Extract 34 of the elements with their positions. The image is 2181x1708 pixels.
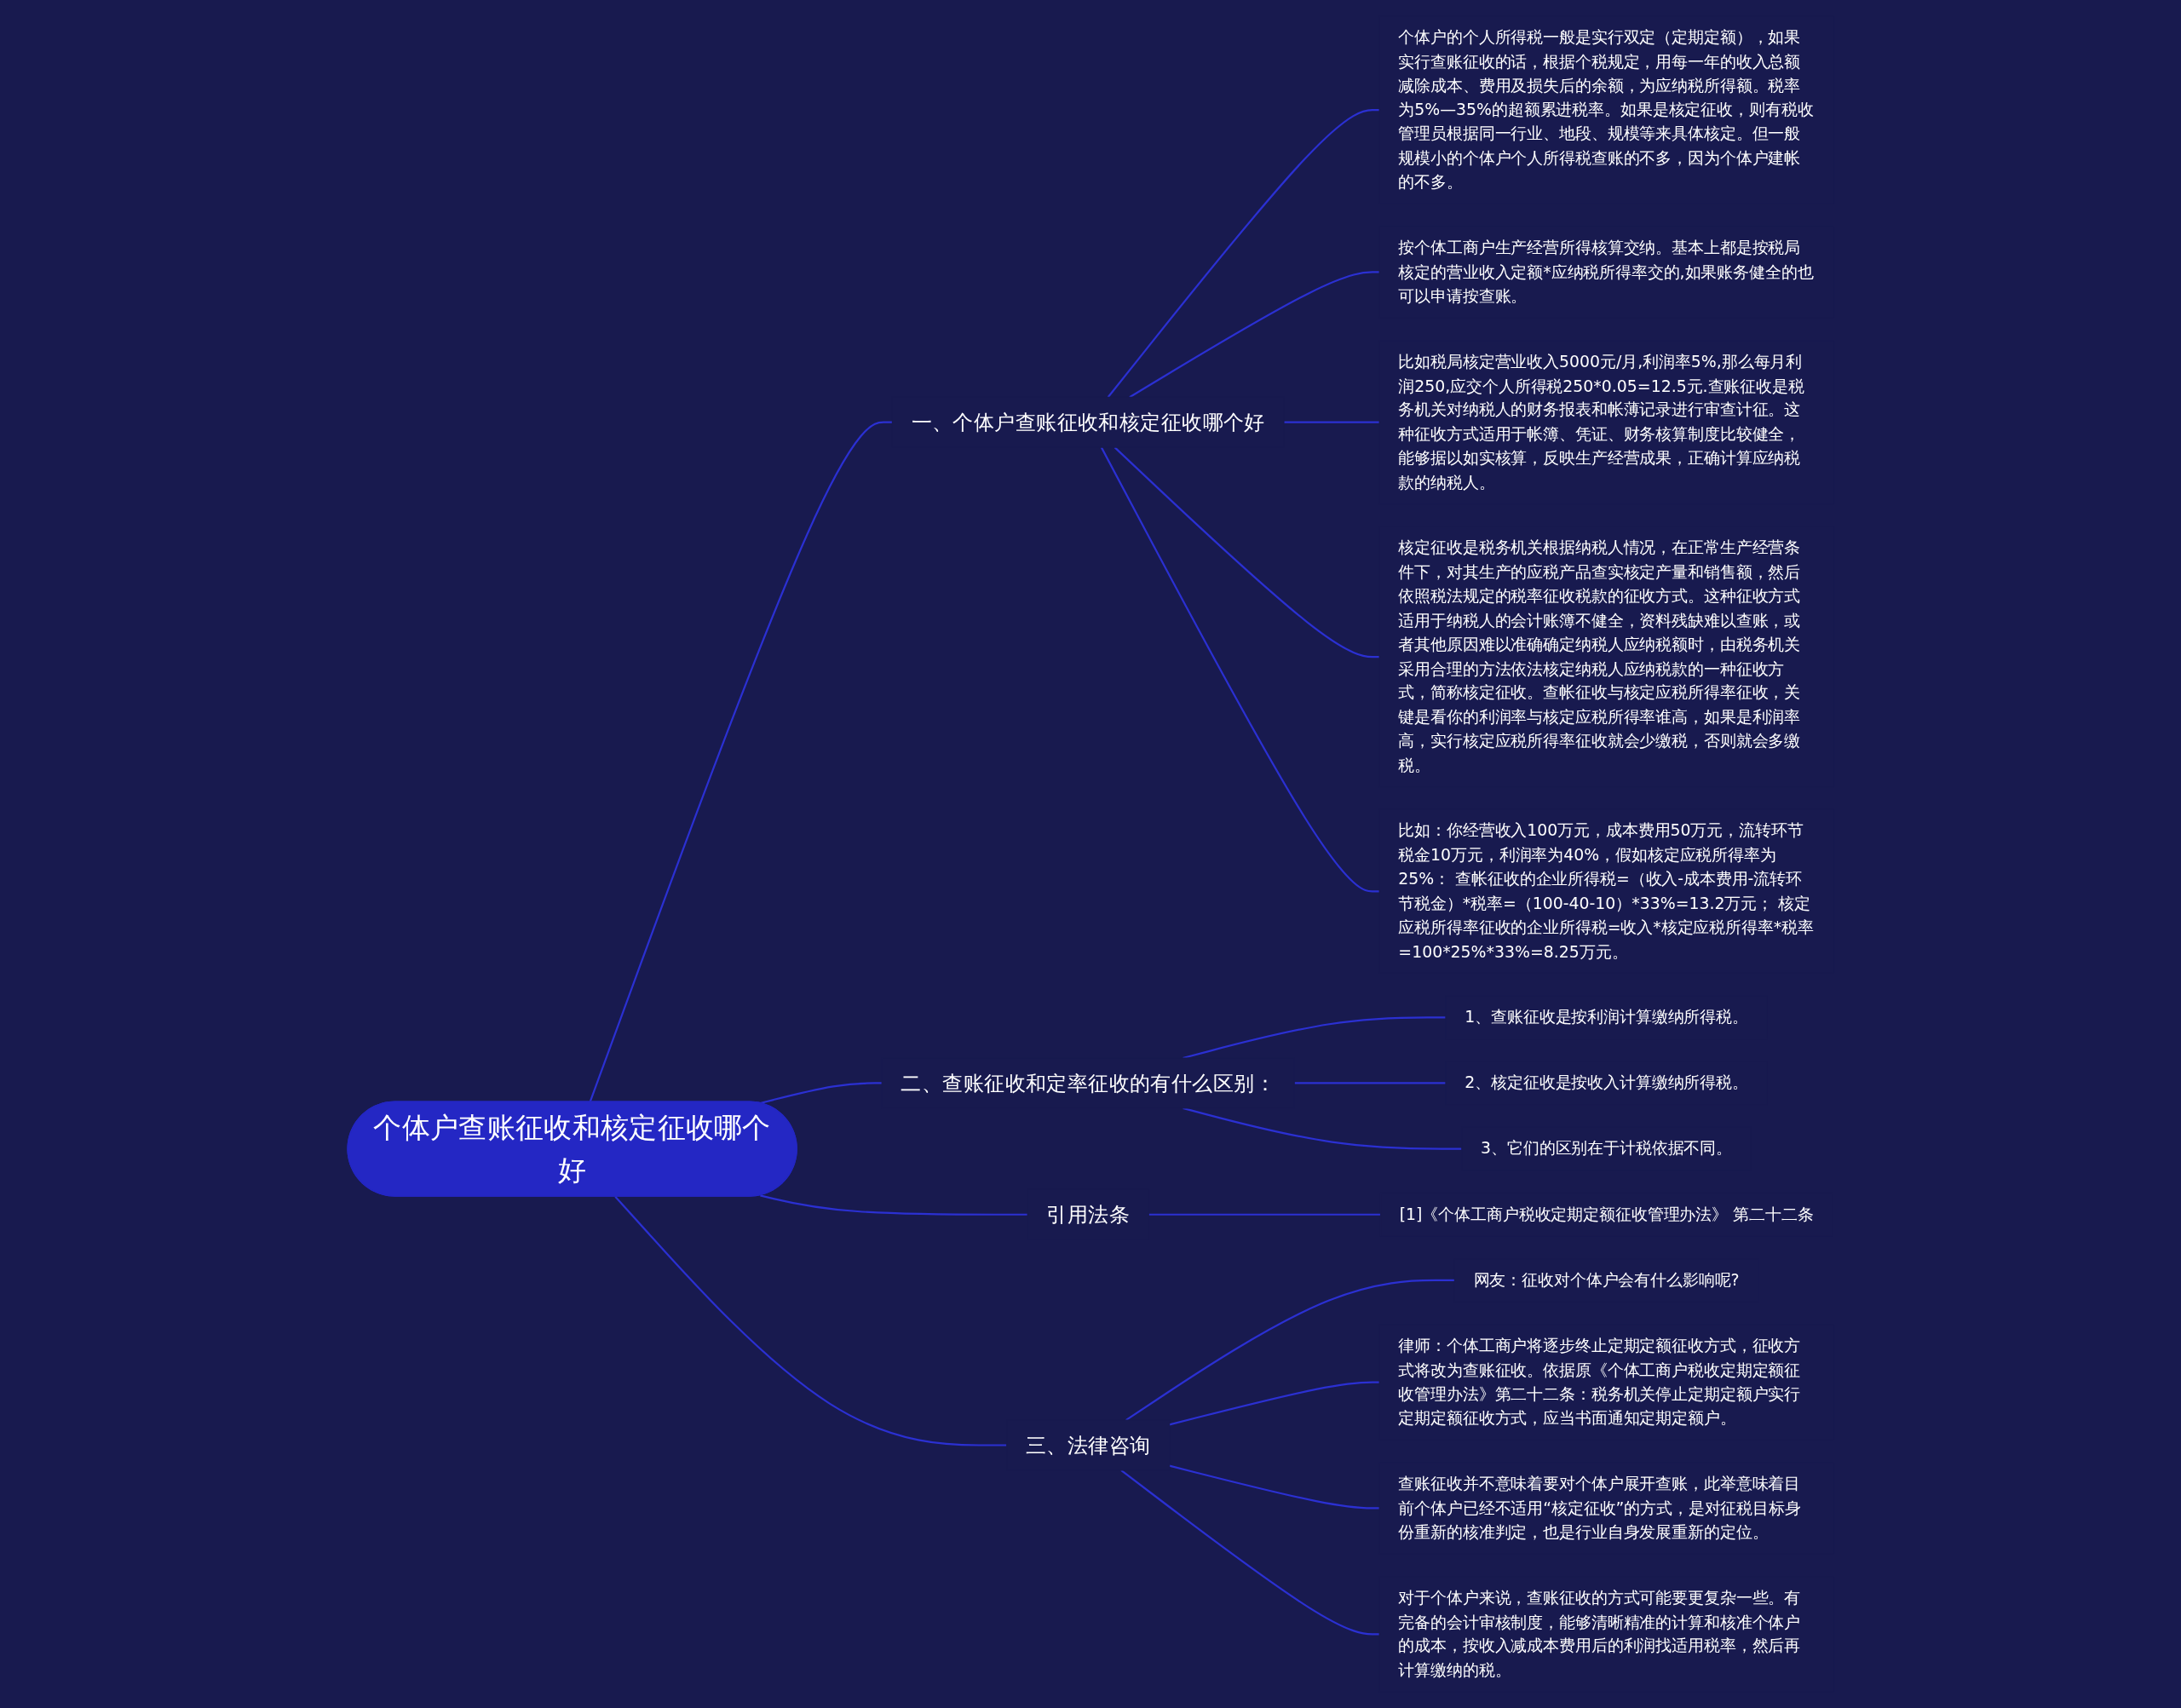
node-text: 2、核定征收是按收入计算缴纳所得税。 [1465, 1073, 1749, 1092]
connector [1100, 446, 1380, 893]
node-text: 比如：你经营收入100万元，成本费用50万元，流转环节税金10万元，利润率为40%，假如核定应税所得率为25%： 查帐征收的企业所得税=（收入-成本费用-流转环节税金）*税率=（100-40-10）*33%=13.2万元； 核定应税所得率征收的企业所得税=收入*核定应税所得率*税率=100*25%*33%=8.25万元。 [1398, 820, 1814, 961]
connector [1125, 1279, 1455, 1421]
connector [1169, 1381, 1380, 1426]
connector [760, 1082, 883, 1105]
node-text: 3、它们的区别在于计税依据不同。 [1481, 1138, 1733, 1158]
node-text: 对于个体户来说，查账征收的方式可能要更复杂一些。有完备的会计审核制度，能够清晰精准的计算和核准个体户的成本，按收入减成本费用后的利润找适用税率，然后再计算缴纳的税。 [1398, 1588, 1801, 1680]
connector [760, 1194, 1028, 1216]
connector [1284, 421, 1380, 423]
connector [589, 421, 893, 1103]
node-text: 个体户的个人所得税一般是实行双定（定期定额），如果实行查账征收的话，根据个税规定，用每一年的收入总额减除成本、费用及损失后的余额，为应纳税所得额。税率为5%—35%的超额累进税率。如果是核定征收，则有税收管理员根据同一行业、地段、规模等来具体核定。但一般规模小的个体户个人所得税查账的不多，因为个体户建帐的不多。 [1398, 27, 1814, 192]
connector [1183, 1107, 1462, 1150]
connector [1148, 1213, 1381, 1216]
node-text: 二、查账征收和定率征收的有什么区别： [901, 1071, 1276, 1096]
connector [1120, 1469, 1380, 1636]
node-text: 1、查账征收是按利润计算缴纳所得税。 [1465, 1007, 1749, 1027]
connector [614, 1195, 1007, 1446]
node-text: 网友：征收对个体户会有什么影响呢? [1473, 1269, 1740, 1290]
connector [1129, 271, 1380, 399]
connector [1294, 1082, 1446, 1084]
node-text: 律师：个体工商户将逐步终止定期定额征收方式，征收方式将改为查账征收。依据原《个体工商户税收定期定额征收管理办法》第二十二条：税务机关停止定期定额户实行定期定额征收方式，应当书面通知定期定额户。 [1398, 1336, 1801, 1428]
node-text: 查账征收并不意味着要对个体户展开查账，此举意味着目前个体户已经不适用“核定征收”的方式，是对征税目标身份重新的核准判定，也是行业自身发展重新的定位。 [1398, 1474, 1801, 1542]
connector [1107, 108, 1380, 398]
node-text: 按个体工商户生产经营所得核算交纳。基本上都是按税局核定的营业收入定额*应纳税所得率交的,如果账务健全的也可以申请按查账。 [1398, 238, 1814, 306]
node-text: 比如税局核定营业收入5000元/月,利润率5%,那么每月利润250,应交个人所得税250*0.05=12.5元.查账征收是税务机关对纳税人的财务报表和帐薄记录进行审查计征。这种征收方式适用于帐簿、凭证、财务核算制度比较健全，能够据以如实核算，反映生产经营成果，正确计算应纳税款的纳税人。 [1398, 351, 1804, 492]
node-text: 三、法律咨询 [1025, 1433, 1151, 1458]
connector [1114, 446, 1380, 658]
connector [1183, 1016, 1446, 1060]
node-text: 引用法条 [1046, 1202, 1131, 1227]
node-text: [1]《个体工商户税收定期定额征收管理办法》 第二十二条 [1399, 1204, 1814, 1224]
node-text: 一、个体户查账征收和核定征收哪个好 [911, 410, 1265, 434]
node-text: 核定征收是税务机关根据纳税人情况，在正常生产经营条件下，对其生产的应税产品查实核定产量和销售额，然后依照税法规定的税率征收税款的征收方式。这种征收方式适用于纳税人的会计账簿不健全，资料残缺难以查账，或者其他原因难以准确确定纳税人应纳税额时，由税务机关采用合理的方法依法核定纳税人应纳税款的一种征收方式，简称核定征收。查帐征收与核定应税所得率征收，关键是看你的利润率与核定应税所得率谁高，如果是利润率高，实行核定应税所得率征收就会少缴税，否则就会多缴税。 [1398, 538, 1801, 774]
connector [1169, 1464, 1380, 1510]
